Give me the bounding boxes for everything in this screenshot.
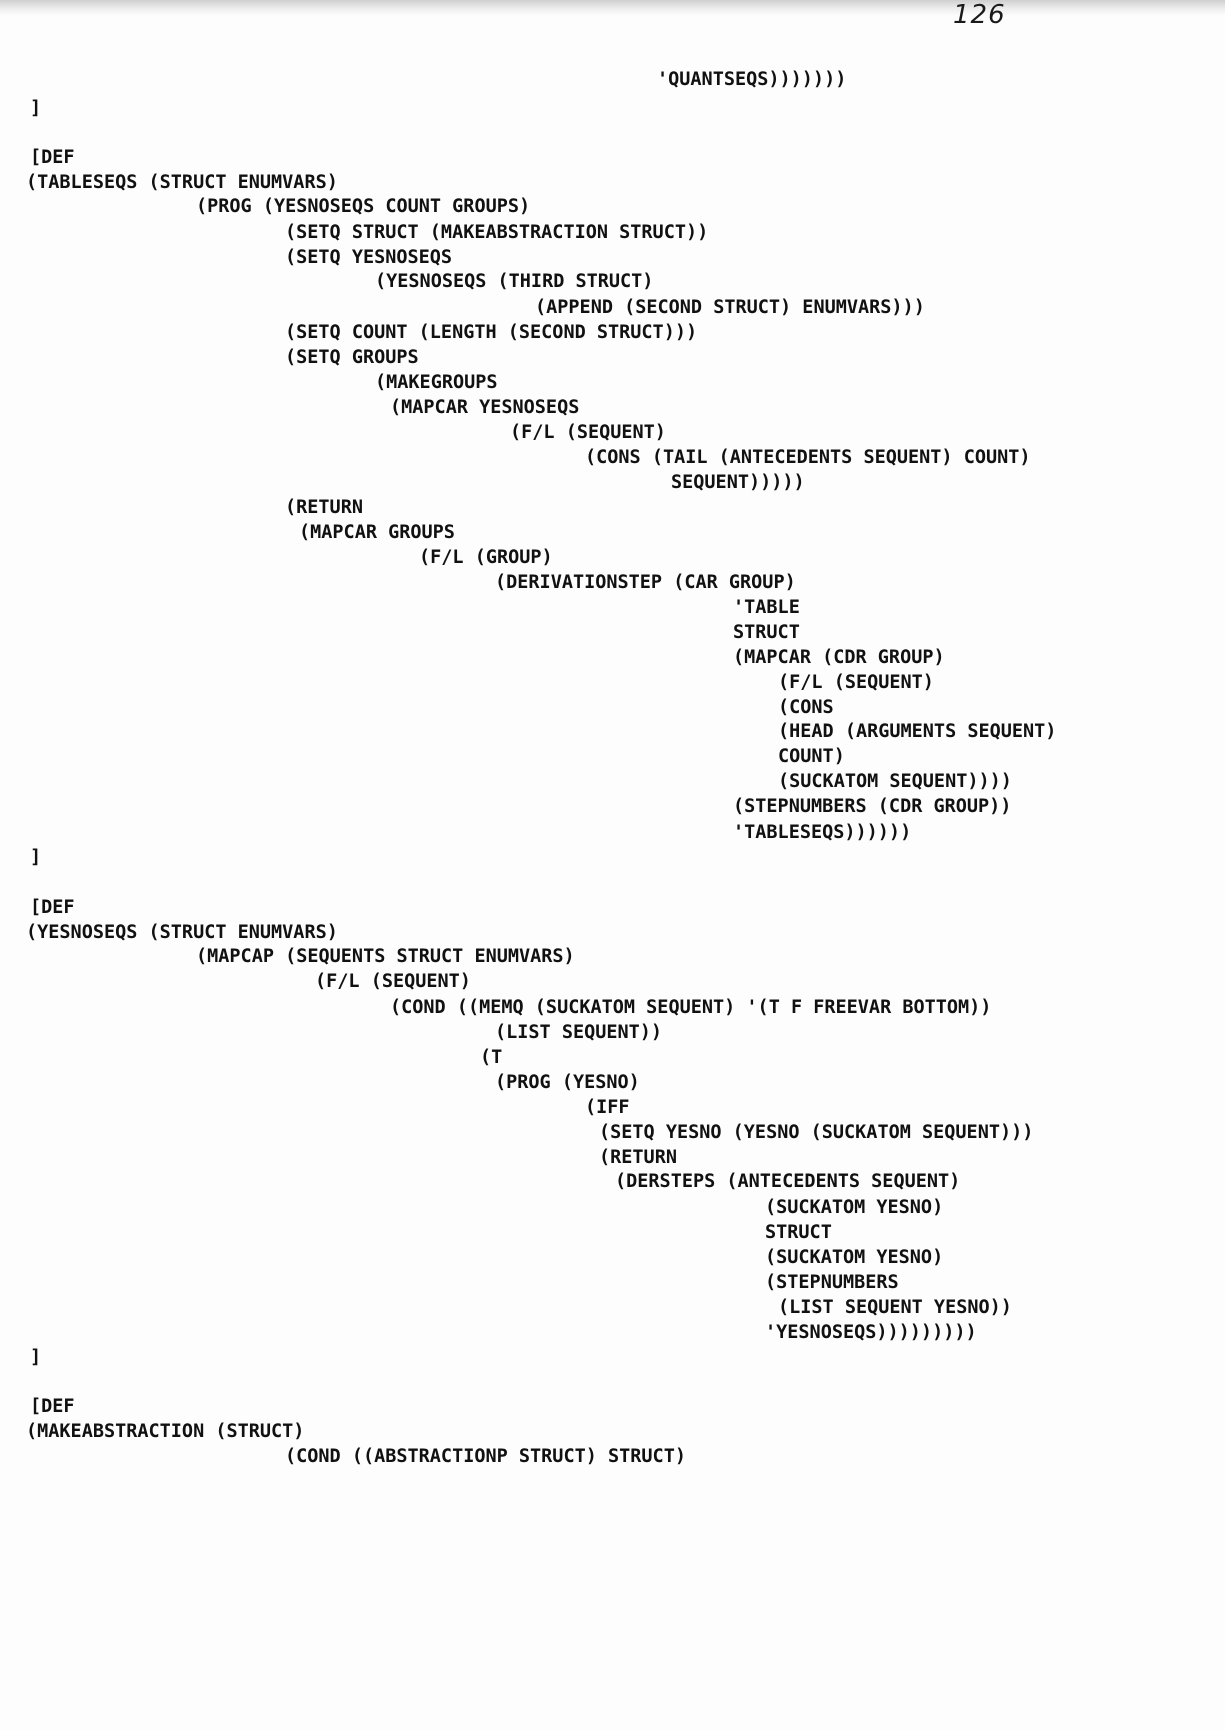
code-line: (IFF xyxy=(585,1097,630,1118)
code-line: (CONS (TAIL (ANTECEDENTS SEQUENT) COUNT) xyxy=(585,447,1031,468)
page-number: 126 xyxy=(953,0,1006,30)
code-line: (COND ((MEMQ (SUCKATOM SEQUENT) '(T F FR… xyxy=(390,997,992,1018)
code-line: 'TABLE xyxy=(733,597,800,618)
code-line: (SUCKATOM SEQUENT)))) xyxy=(778,771,1012,792)
code-line: 'QUANTSEQS))))))) xyxy=(657,69,847,90)
code-line: (APPEND (SECOND STRUCT) ENUMVARS))) xyxy=(535,297,925,318)
code-line: ] xyxy=(30,847,42,868)
code-line: (PROG (YESNO) xyxy=(495,1072,640,1093)
code-line: (T xyxy=(480,1047,503,1068)
code-line: (COND ((ABSTRACTIONP STRUCT) STRUCT) xyxy=(285,1446,686,1467)
code-line: ] xyxy=(30,98,42,119)
code-line: (SETQ STRUCT (MAKEABSTRACTION STRUCT)) xyxy=(285,222,709,243)
code-line: (SETQ COUNT (LENGTH (SECOND STRUCT))) xyxy=(285,322,698,343)
code-line: 'YESNOSEQS))))))))) xyxy=(765,1322,977,1343)
code-line: (SETQ YESNOSEQS xyxy=(285,247,453,268)
code-line: (LIST SEQUENT YESNO)) xyxy=(778,1297,1012,1318)
code-line: ] xyxy=(30,1347,42,1368)
code-line: (TABLESEQS (STRUCT ENUMVARS) xyxy=(26,172,338,193)
code-line: (SETQ YESNO (YESNO (SUCKATOM SEQUENT))) xyxy=(599,1122,1034,1143)
code-line: (F/L (SEQUENT) xyxy=(778,672,934,693)
code-line: [DEF xyxy=(30,897,75,918)
code-line: [DEF xyxy=(30,1396,75,1417)
code-line: (F/L (SEQUENT) xyxy=(510,422,666,443)
code-line: SEQUENT))))) xyxy=(671,472,805,493)
code-line: (MAPCAR (CDR GROUP) xyxy=(733,647,945,668)
scan-edge-shadow xyxy=(0,0,1225,16)
code-line: [DEF xyxy=(30,147,75,168)
code-line: (HEAD (ARGUMENTS SEQUENT) xyxy=(778,721,1057,742)
code-line: (MAPCAR YESNOSEQS xyxy=(390,397,580,418)
code-line: (F/L (GROUP) xyxy=(419,547,553,568)
code-line: (MAKEGROUPS xyxy=(375,372,498,393)
code-line: (PROG (YESNOSEQS COUNT GROUPS) xyxy=(196,196,531,217)
code-line: COUNT) xyxy=(778,746,845,767)
code-line: (MAPCAP (SEQUENTS STRUCT ENUMVARS) xyxy=(196,946,575,967)
code-line: (LIST SEQUENT)) xyxy=(495,1022,663,1043)
code-line: STRUCT xyxy=(765,1222,832,1243)
code-line: (STEPNUMBERS xyxy=(765,1272,899,1293)
code-line: (CONS xyxy=(778,697,834,718)
code-line: (SUCKATOM YESNO) xyxy=(765,1197,944,1218)
code-line: STRUCT xyxy=(733,622,800,643)
code-line: (F/L (SEQUENT) xyxy=(315,971,471,992)
code-line: (DERIVATIONSTEP (CAR GROUP) xyxy=(495,572,796,593)
code-line: (STEPNUMBERS (CDR GROUP)) xyxy=(733,796,1012,817)
code-line: (RETURN xyxy=(599,1147,677,1168)
code-line: (RETURN xyxy=(285,497,363,518)
code-line: (YESNOSEQS (STRUCT ENUMVARS) xyxy=(26,922,338,943)
code-line: (MAKEABSTRACTION (STRUCT) xyxy=(26,1421,305,1442)
code-line: (DERSTEPS (ANTECEDENTS SEQUENT) xyxy=(615,1171,961,1192)
code-line: 'TABLESEQS)))))) xyxy=(733,822,912,843)
code-line: (MAPCAR GROUPS xyxy=(299,522,455,543)
code-line: (YESNOSEQS (THIRD STRUCT) xyxy=(375,271,654,292)
code-line: (SETQ GROUPS xyxy=(285,347,419,368)
code-line: (SUCKATOM YESNO) xyxy=(765,1247,944,1268)
